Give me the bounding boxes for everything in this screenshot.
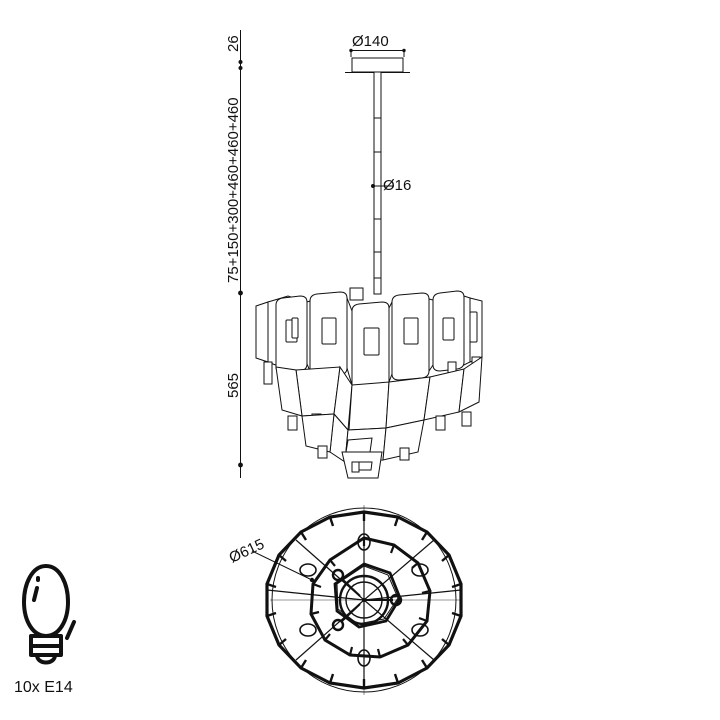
tier1-front-panels [275, 290, 465, 392]
canopy-diameter-label: Ø140 [352, 33, 389, 50]
candle-bulb-icon [22, 564, 76, 665]
plan-middle-ring [309, 536, 432, 659]
tier2-shades [275, 356, 483, 432]
rod-diameter-leader [371, 184, 394, 188]
elevation-view: Ø140 Ø16 [225, 30, 483, 479]
canopy-diameter-dimension [349, 48, 406, 57]
plan-socket-rings [299, 533, 429, 667]
suspension-rod [373, 71, 382, 295]
plan-inner-ring [333, 562, 402, 629]
lamp-spec: 10x E14 [14, 564, 76, 696]
canopy-height-label: 26 [225, 35, 242, 52]
plan-middle-ring-ticks [310, 538, 431, 658]
lamp-spec-label: 10x E14 [14, 679, 73, 696]
bottom-finial [317, 437, 410, 479]
plan-view: Ø615 [227, 505, 463, 695]
plan-diameter-leader [251, 550, 315, 583]
rod-diameter-label: Ø16 [383, 177, 411, 194]
ceiling-canopy [345, 57, 410, 73]
suspension-length-label: 75+150+300+460+460+460 [225, 97, 242, 283]
chandelier-body [255, 287, 483, 479]
plan-diameter-label: Ø615 [227, 536, 267, 567]
plan-inner-arms [331, 568, 403, 632]
tier1-facets [306, 297, 434, 386]
body-height-label: 565 [225, 373, 242, 398]
vertical-dimension-chain [238, 30, 243, 478]
